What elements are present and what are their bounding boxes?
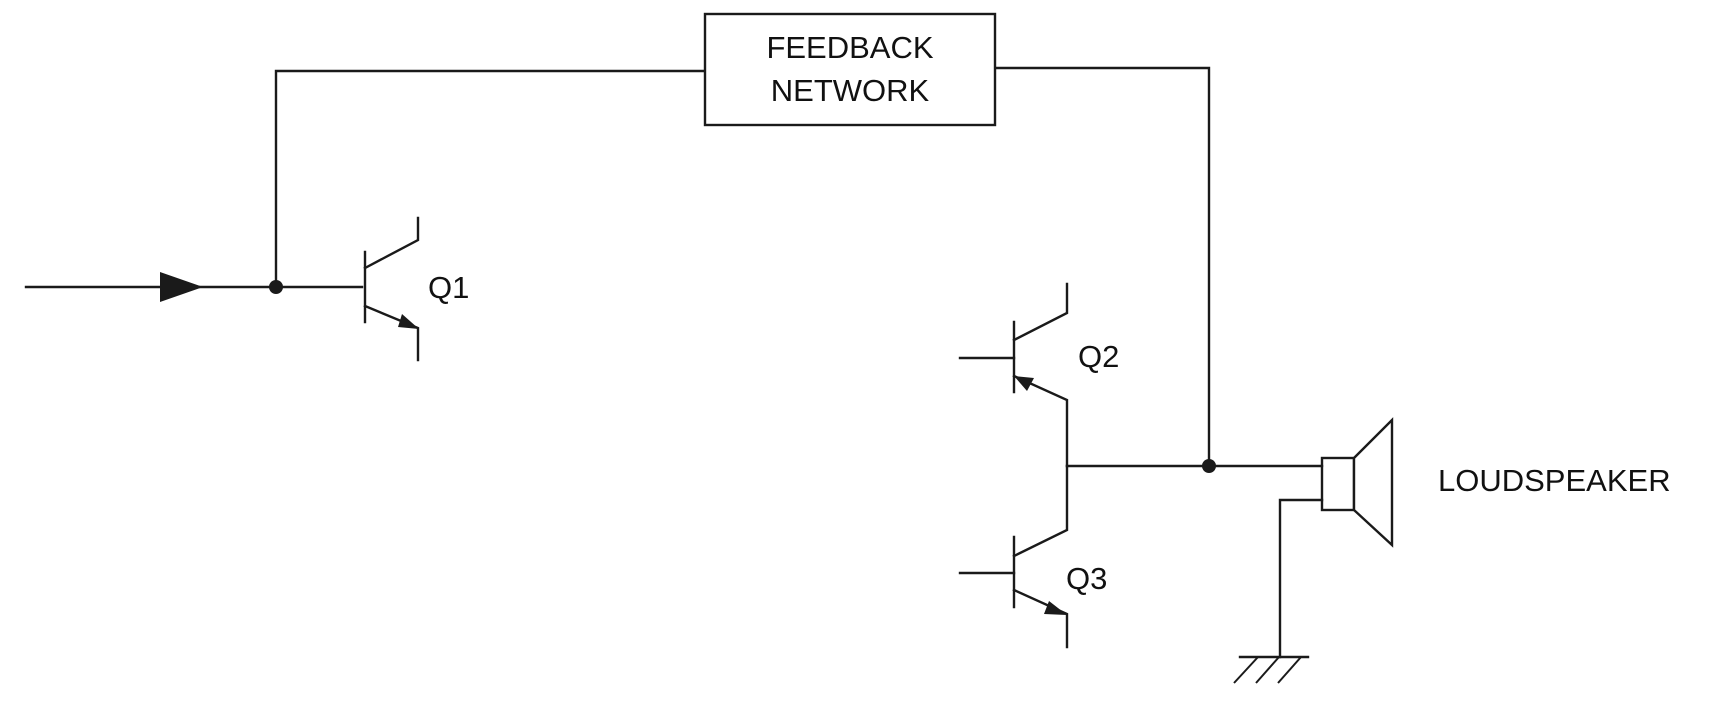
- q3-emitter-arrow-icon: [1044, 601, 1067, 615]
- feedback-network-label-line2: NETWORK: [771, 73, 930, 108]
- q1-label: Q1: [428, 270, 469, 305]
- ground-icon: [1233, 498, 1324, 684]
- q1-emitter-arrow-icon: [398, 314, 419, 329]
- feedback-network-label-line1: FEEDBACK: [766, 30, 933, 65]
- output-junction-node: [1202, 459, 1216, 473]
- loudspeaker-label: LOUDSPEAKER: [1438, 463, 1671, 498]
- q2-label: Q2: [1078, 339, 1119, 374]
- transistor-q1: Q1: [363, 216, 469, 362]
- feedback-network-block: FEEDBACK NETWORK: [703, 12, 997, 127]
- loudspeaker-icon: [1320, 417, 1394, 548]
- transistor-q2: Q2: [958, 282, 1119, 468]
- input-signal: [24, 272, 364, 302]
- q2-emitter-arrow-icon: [1014, 376, 1034, 391]
- feedback-path: [274, 66, 1211, 467]
- transistor-q3: Q3: [958, 464, 1107, 649]
- feedback-network-box: [703, 12, 997, 127]
- input-arrow-icon: [160, 272, 203, 302]
- q3-label: Q3: [1066, 561, 1107, 596]
